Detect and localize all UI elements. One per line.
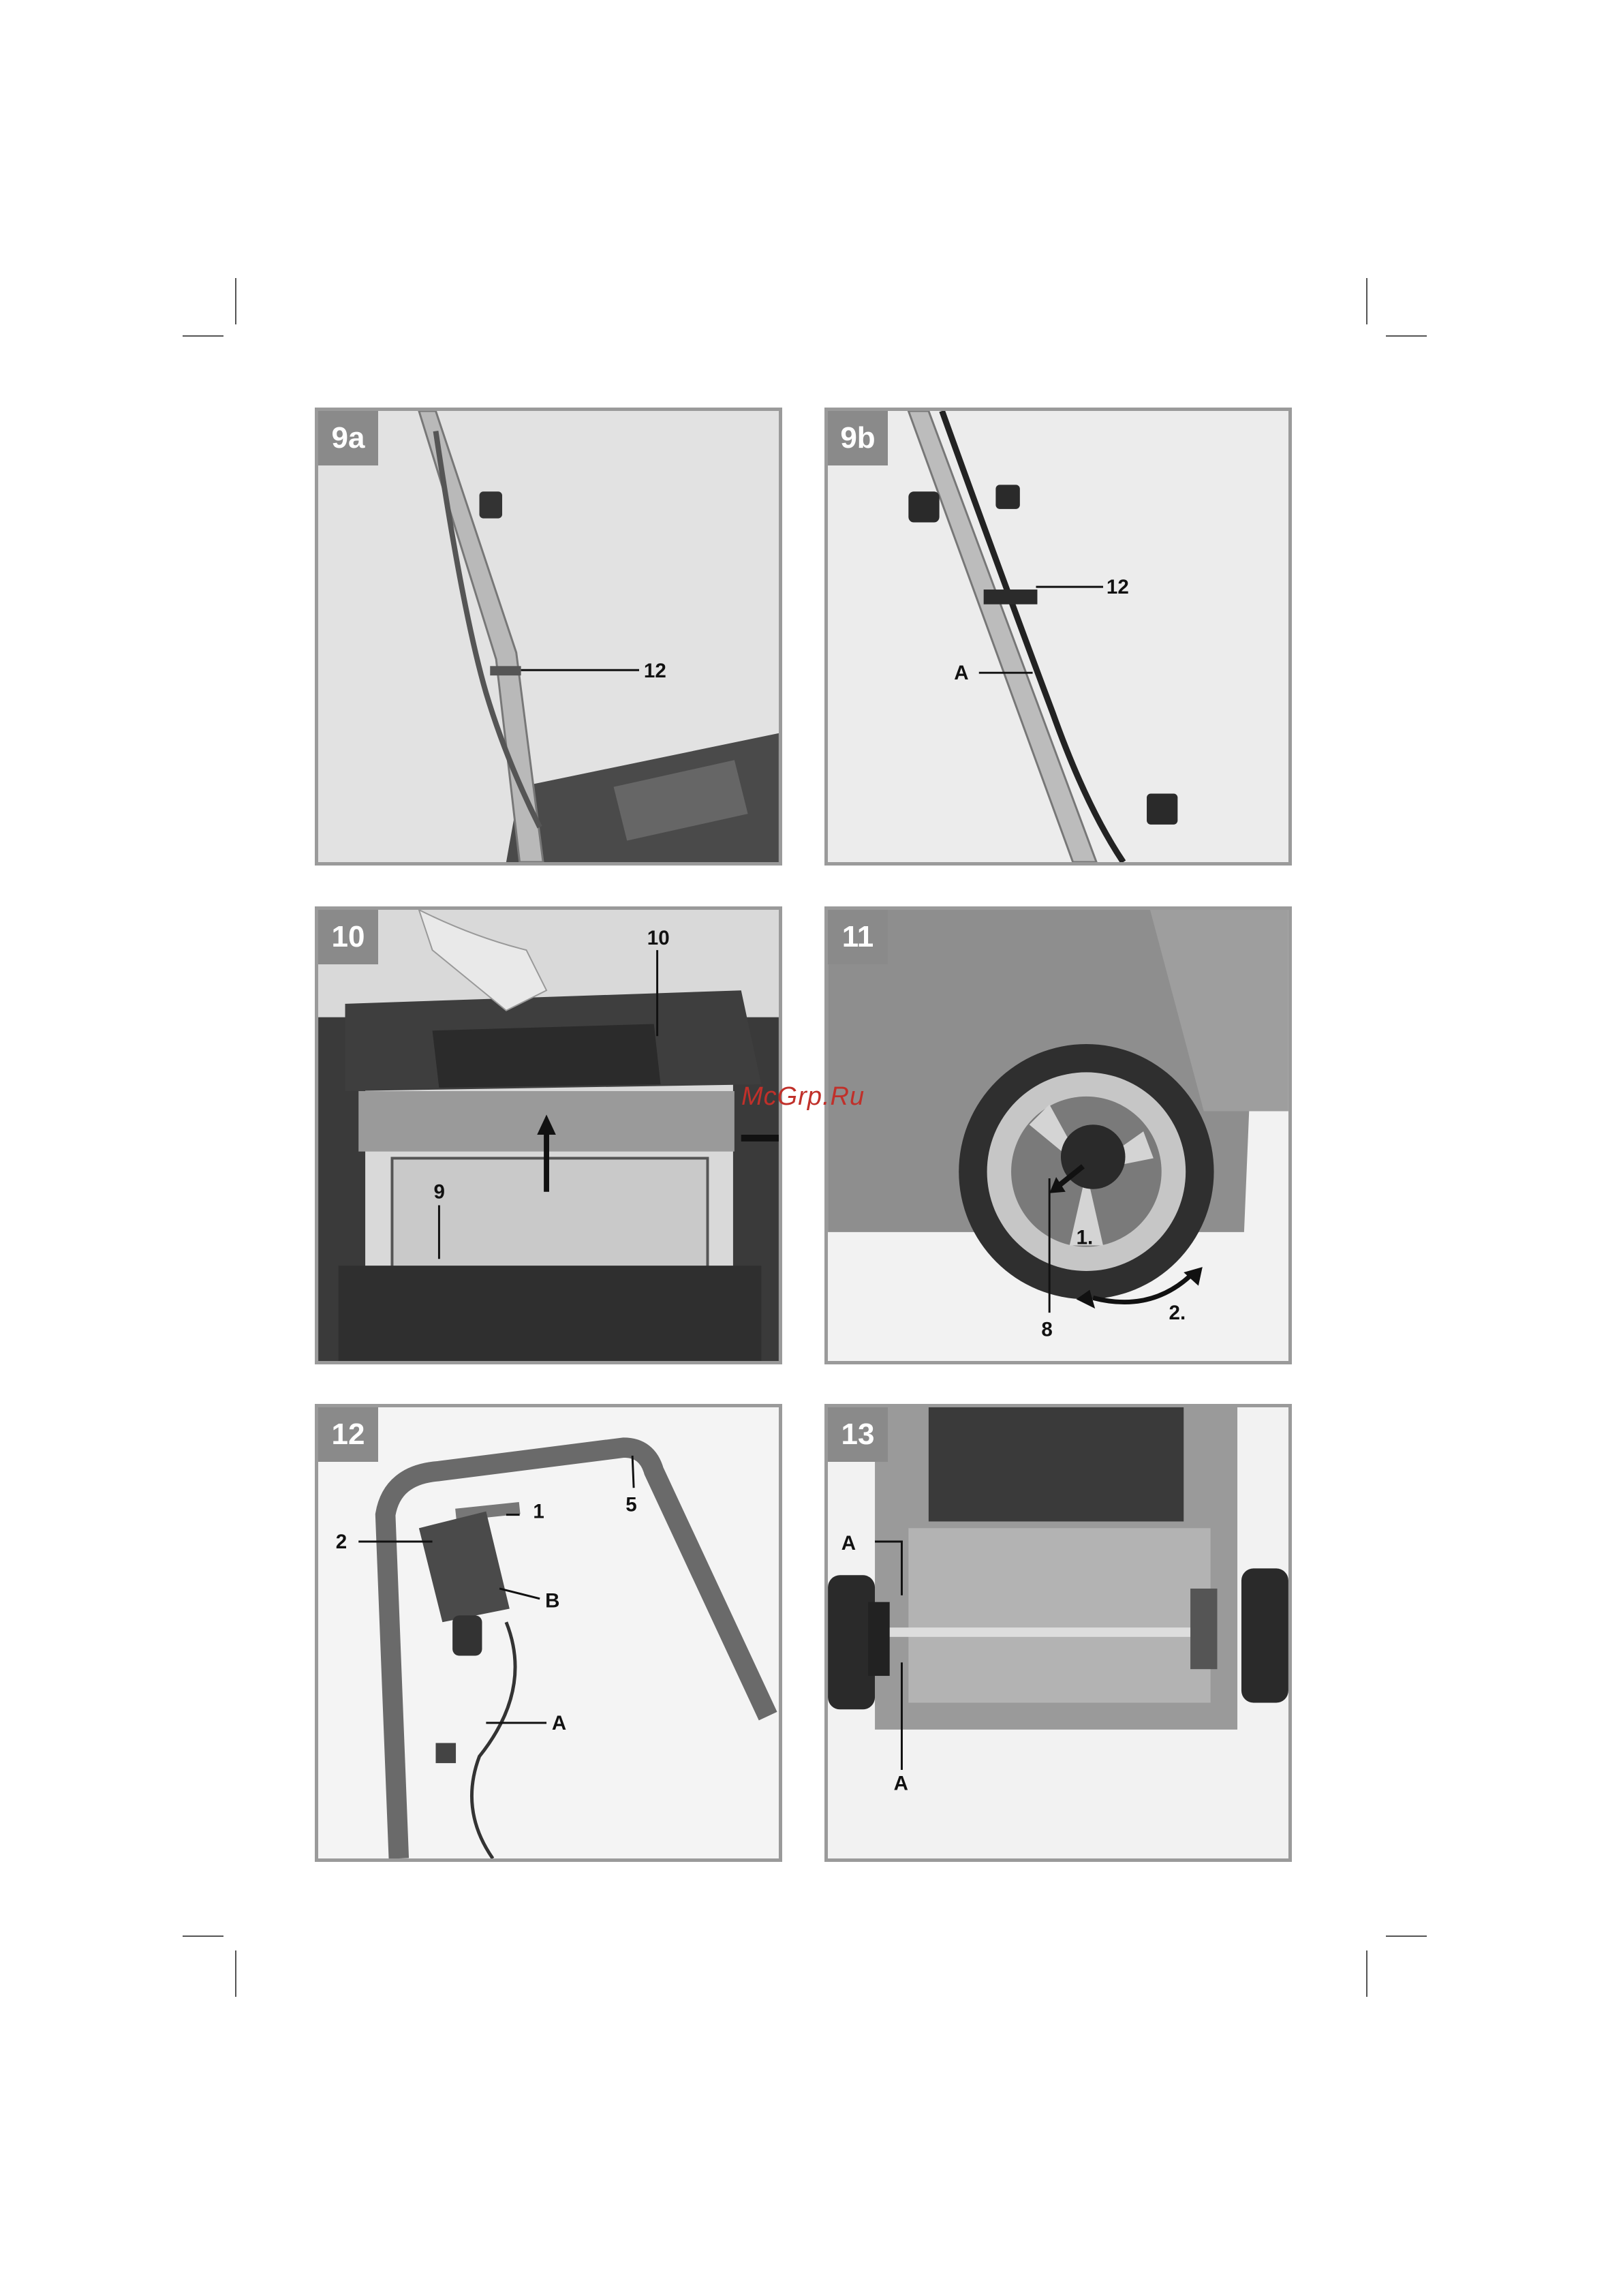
crop-mark <box>235 278 236 324</box>
handle-switch-photo: 1 5 2 B A <box>318 1407 779 1858</box>
figure-9a: 9a 12 <box>315 408 782 866</box>
figure-12: 12 1 5 2 B A <box>315 1404 782 1862</box>
callout: 5 <box>625 1494 636 1516</box>
callout: A <box>552 1712 566 1734</box>
callout: 1 <box>533 1501 544 1523</box>
crop-mark <box>1386 1935 1427 1937</box>
crop-mark <box>1366 1950 1367 1997</box>
figure-label: 9b <box>828 411 888 465</box>
figure-11: 11 1. 8 2. <box>824 906 1292 1364</box>
crop-mark <box>183 1935 223 1937</box>
underside-photo: A A <box>828 1407 1288 1858</box>
crop-mark <box>183 335 223 337</box>
figure-9b: 9b 12 A <box>824 408 1292 866</box>
handle-photo: 12 A <box>828 411 1288 862</box>
figure-10: 10 10 9 <box>315 906 782 1364</box>
figure-label: 13 <box>828 1407 888 1462</box>
figure-label: 9a <box>318 411 378 465</box>
callout: A <box>894 1773 908 1795</box>
figure-label: 12 <box>318 1407 378 1462</box>
callout: 2 <box>336 1531 347 1553</box>
crop-mark <box>235 1950 236 1997</box>
callout: B <box>545 1590 559 1612</box>
callout: 10 <box>647 927 670 949</box>
crop-mark <box>1366 278 1367 324</box>
handle-photo: 12 <box>318 411 779 862</box>
callout: 9 <box>434 1181 445 1204</box>
callout: 12 <box>644 660 666 682</box>
figure-label: 11 <box>828 910 888 964</box>
watermark-text: McGrp.Ru <box>741 1082 865 1112</box>
figure-13: 13 A A <box>824 1404 1292 1862</box>
crop-mark <box>1386 335 1427 337</box>
callout: 1. <box>1077 1227 1094 1249</box>
figure-label: 10 <box>318 910 378 964</box>
grass-box-photo: 10 9 <box>318 910 779 1361</box>
callout: 2. <box>1169 1302 1186 1324</box>
callout: A <box>841 1532 856 1555</box>
callout: A <box>954 662 968 684</box>
wheel-photo: 1. 8 2. <box>828 910 1288 1361</box>
callout: 8 <box>1041 1319 1052 1341</box>
callout: 12 <box>1107 576 1129 598</box>
